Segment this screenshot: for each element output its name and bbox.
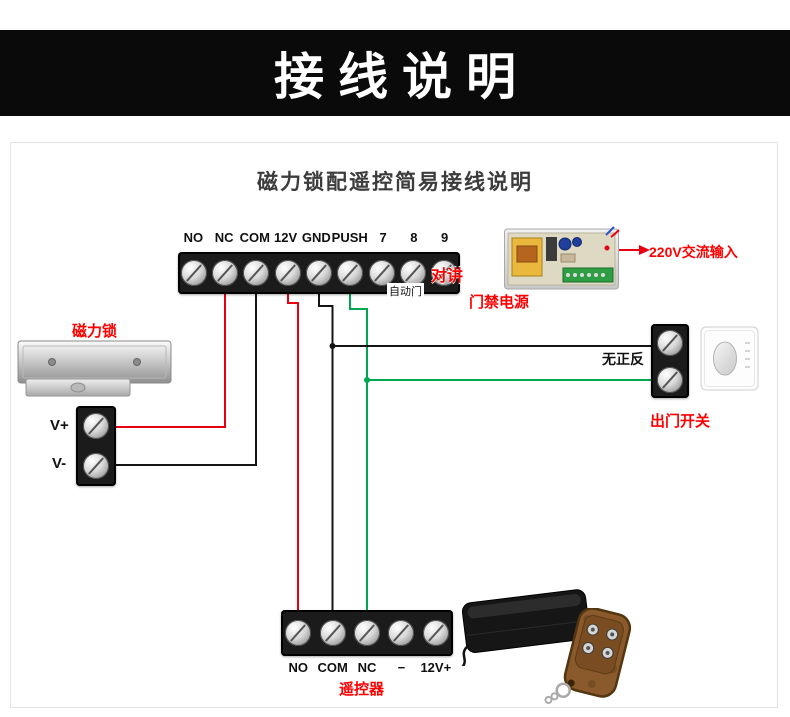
header-banner: 接线说明 [0,30,790,116]
terminal-label-12vplus: 12V+ [420,660,452,675]
v-minus-label: V- [52,455,67,472]
no-polarity-label: 无正反 [602,351,644,367]
screw-terminal [83,413,109,439]
top-terminal-labels: NO NC COM 12V GND PUSH 7 8 9 [178,230,460,245]
terminal-label-push: PUSH [331,230,368,245]
remote-label: 遥控器 [339,681,385,698]
exit-terminal-block [651,324,689,398]
screw-terminal [431,260,458,286]
terminal-label-nc: NC [357,660,377,675]
wire-black-lock-vminus [96,294,257,466]
terminal-label-no: NO [288,660,308,675]
diagram-subtitle: 磁力锁配遥控简易接线说明 [257,171,533,194]
top-terminal-block [178,252,460,294]
screw-terminal [657,366,683,393]
terminal-label-12v: 12V [274,230,298,245]
screw-terminal [353,620,380,646]
wire-joint-green [364,377,370,383]
remote-terminal-block [281,610,453,656]
page-title: 接线说明 [274,49,530,105]
screw-terminal [368,260,395,286]
access-power-label: 门禁电源 [469,294,530,311]
screw-terminal [422,620,449,646]
wire-black-gnd-to-remote [318,294,334,610]
terminal-label-7: 7 [379,230,387,245]
exit-button-image [700,326,759,391]
screw-terminal [388,620,415,646]
screw-terminal [274,260,301,286]
exit-switch-label: 出门开关 [650,413,711,430]
bottom-terminal-labels: NO COM NC − 12V+ [281,660,453,675]
wire-red-lock-vplus [96,294,226,428]
terminal-label-no: NO [183,230,204,245]
wire-joint-black [329,343,336,349]
screw-terminal [337,260,364,286]
lock-terminal-block [76,406,116,486]
screw-terminal [657,329,683,356]
terminal-label-nc: NC [214,230,234,245]
screw-terminal [180,260,207,286]
remote-fob-image [544,608,632,704]
wire-red-12v-to-remote [287,294,299,610]
terminal-label-minus: − [397,660,406,675]
power-supply-image [504,226,620,290]
screw-terminal [319,620,346,646]
intercom-label: 对讲 [431,268,464,285]
terminal-label-com: COM [239,230,270,245]
screw-terminal [399,260,426,286]
terminal-label-9: 9 [441,230,449,245]
ac-input-label: 220V交流输入 [649,244,738,260]
auto-door-label: 自动门 [387,283,424,299]
terminal-label-8: 8 [410,230,418,245]
maglock-label: 磁力锁 [72,323,118,340]
terminal-label-com: COM [317,660,348,675]
v-plus-label: V+ [50,417,69,434]
wire-green-push-to-remote [349,294,368,610]
magnetic-lock-image [17,340,172,397]
screw-terminal [243,260,270,286]
screw-terminal [285,620,312,646]
screw-terminal [211,260,238,286]
screw-terminal [83,453,109,479]
terminal-label-gnd: GND [301,230,331,245]
receiver-box-image [460,589,591,666]
screw-terminal [305,260,332,286]
